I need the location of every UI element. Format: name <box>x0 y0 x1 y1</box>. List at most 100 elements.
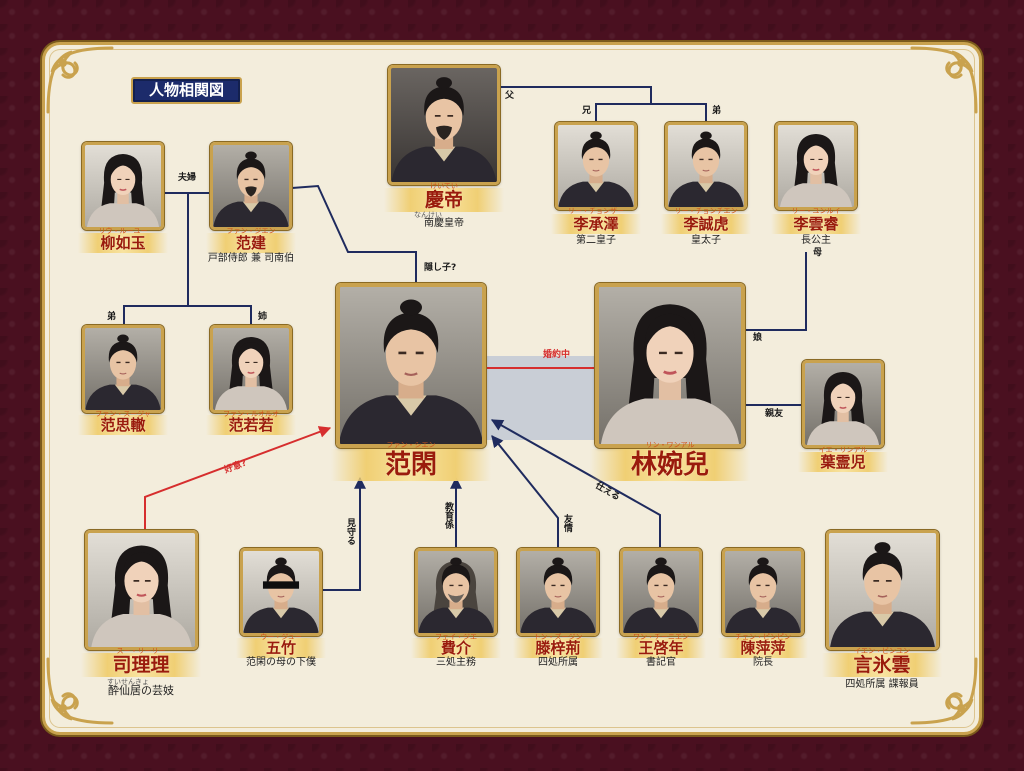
portrait-li-chenghu <box>665 122 747 210</box>
name-ruby: チェン・ピンピン <box>735 633 791 641</box>
portrait-ye-linger <box>802 360 884 448</box>
portrait-lin-waner <box>595 283 745 448</box>
name-ruby: ファン・シエン <box>386 441 436 449</box>
role-ruby: なんけい <box>414 211 442 219</box>
name-teng-zijing: 滕梓荊 <box>513 638 603 658</box>
name-fan-sizhe: 范思轍 <box>78 415 168 435</box>
role-li-yunrui: 長公主 <box>801 235 831 246</box>
portrait-qingdi <box>388 65 500 185</box>
name-ruby: スー・リーリー <box>116 647 166 655</box>
label-best-friend: 親友 <box>765 409 784 419</box>
label-spouses: 夫婦 <box>178 173 197 183</box>
role-li-chenghu: 皇太子 <box>691 235 721 246</box>
portrait-fei-jie <box>415 548 497 636</box>
face-illustration <box>520 551 596 633</box>
face-illustration <box>340 287 482 444</box>
name-ruby: ファン・ジエン <box>226 227 276 235</box>
portrait-wang-qinian <box>620 548 702 636</box>
face-illustration <box>599 287 741 444</box>
name-li-yunrui: 李雲睿 <box>771 214 861 234</box>
name-ruby: リン・ワンアル <box>645 441 695 449</box>
label-mentor: 教育係 <box>443 502 453 529</box>
name-li-chenghu: 李誠虎 <box>661 214 751 234</box>
name-ruby: ファン・スージャ <box>95 410 151 418</box>
arrow-serves <box>490 419 661 548</box>
label-younger-brother-prince: 弟 <box>712 106 722 116</box>
line-princes <box>595 103 707 122</box>
name-qingdi: 慶帝 <box>384 188 504 212</box>
role-qingdi: 南慶皇帝 <box>424 218 464 229</box>
face-illustration <box>778 125 854 207</box>
portrait-li-yunrui <box>775 122 857 210</box>
portrait-chen-pingping <box>722 548 804 636</box>
face-illustration <box>391 68 497 182</box>
face-illustration <box>829 533 936 647</box>
name-li-chengze: 李承澤 <box>551 214 641 234</box>
face-illustration <box>213 328 289 410</box>
label-hidden-child: 隠し子? <box>424 263 457 273</box>
name-ruby: ファン・ルオルオ <box>223 410 279 418</box>
name-lin-waner: 林婉兒 <box>590 449 750 481</box>
label-father: 父 <box>505 91 515 101</box>
arrow-affection <box>144 426 332 530</box>
name-wu-zhu: 五竹 <box>236 638 326 658</box>
name-liu-ruyu: 柳如玉 <box>78 233 168 253</box>
face-illustration <box>85 145 161 227</box>
label-elder-sister: 姉 <box>258 312 268 322</box>
name-ruby: フェイ・ジエ <box>435 633 477 641</box>
role-fan-jian: 戸部侍郎 兼 司南伯 <box>207 253 295 264</box>
name-fan-jian: 范建 <box>206 233 296 253</box>
label-engaged: 婚約中 <box>543 350 571 360</box>
name-ruby: けいてい <box>430 182 458 190</box>
name-ruby: リー・チョンザー <box>568 207 624 215</box>
name-ruby: リー・ユンルイ <box>791 207 841 215</box>
role-teng-zijing: 四処所属 <box>538 657 578 668</box>
portrait-liu-ruyu <box>82 142 164 230</box>
label-younger-brother: 弟 <box>107 312 117 322</box>
name-fan-ruoruo: 范若若 <box>206 415 296 435</box>
name-ruby: イエ・リンアル <box>818 446 868 454</box>
label-daughter: 娘 <box>753 333 763 343</box>
label-friendship: 友情 <box>562 514 572 532</box>
engagement-backdrop <box>487 356 595 440</box>
role-ruby: すいせんきょ <box>107 678 149 686</box>
portrait-teng-zijing <box>517 548 599 636</box>
face-illustration <box>88 533 195 647</box>
face-illustration <box>85 328 161 410</box>
name-ruby: リウ・ルーユー <box>98 227 148 235</box>
name-ye-linger: 葉霊児 <box>798 452 888 472</box>
role-yan-bingyun: 四処所属 諜報員 <box>845 679 919 690</box>
role-fei-jie: 三処主務 <box>436 657 476 668</box>
chart-title: 人物相関図 <box>131 77 242 104</box>
line-hidden-child <box>291 184 417 283</box>
portrait-wu-zhu <box>240 548 322 636</box>
name-wang-qinian: 王啓年 <box>616 638 706 658</box>
face-illustration <box>725 551 801 633</box>
portrait-si-lili <box>85 530 198 650</box>
face-illustration <box>668 125 744 207</box>
portrait-fan-sizhe <box>82 325 164 413</box>
portrait-fan-ruoruo <box>210 325 292 413</box>
name-fei-jie: 費介 <box>411 638 501 658</box>
line-siblings <box>123 305 252 325</box>
arrow-watches-over <box>322 476 366 591</box>
portrait-fan-jian <box>210 142 292 230</box>
name-yan-bingyun: 言氷雲 <box>822 653 942 677</box>
line-mother-daughter <box>745 252 807 331</box>
name-chen-pingping: 陳萍萍 <box>718 638 808 658</box>
label-elder-brother: 兄 <box>582 106 592 116</box>
name-ruby: ワン・チーニエン <box>633 633 689 641</box>
corner-ornament-top-right <box>910 46 978 114</box>
face-illustration <box>418 551 494 633</box>
face-illustration <box>558 125 634 207</box>
line-father <box>500 86 652 104</box>
portrait-fan-xian <box>336 283 486 448</box>
name-si-lili: 司理理 <box>81 653 201 677</box>
name-ruby: トン・ズージン <box>533 633 583 641</box>
portrait-li-chengze <box>555 122 637 210</box>
label-mother: 母 <box>813 248 823 258</box>
name-fan-xian: 范閑 <box>331 449 491 481</box>
name-ruby: リー・チョンチエン <box>674 207 738 215</box>
arrow-friendship <box>491 435 559 548</box>
